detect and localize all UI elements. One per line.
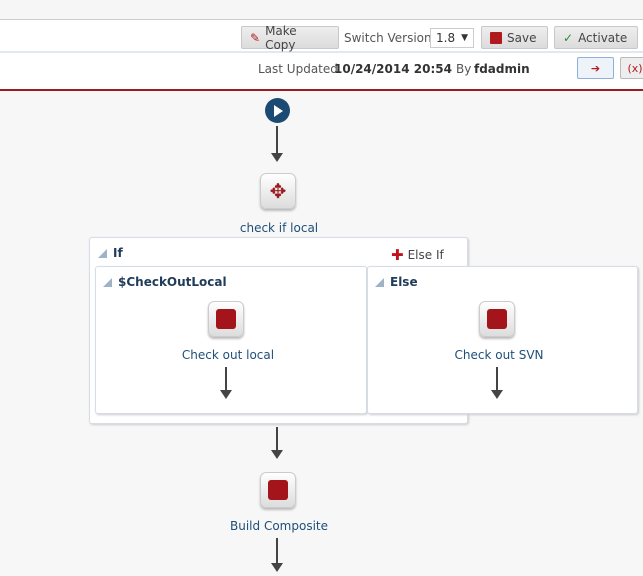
puzzle-icon bbox=[487, 309, 507, 329]
flow-arrow bbox=[271, 126, 283, 162]
branch-header[interactable]: Else bbox=[375, 275, 418, 289]
login-button[interactable]: ➔ bbox=[577, 57, 614, 79]
toolbar: ✎Make Copy Switch Version 1.8▼ Save ✓Act… bbox=[0, 20, 643, 53]
switch-version-label: Switch Version bbox=[344, 31, 432, 45]
collapse-icon bbox=[103, 277, 112, 287]
flow-arrow bbox=[491, 367, 503, 399]
info-bar: Last Updated 10/24/2014 20:54 By fdadmin… bbox=[0, 53, 643, 91]
flow-arrow bbox=[271, 427, 283, 459]
check-if-local-node[interactable]: ✥ bbox=[260, 173, 296, 209]
branch-header[interactable]: $CheckOutLocal bbox=[103, 275, 227, 289]
flow-arrow bbox=[220, 367, 232, 399]
build-composite-label[interactable]: Build Composite bbox=[230, 519, 328, 533]
check-circle-icon: ✓ bbox=[563, 30, 574, 45]
check-out-local-label[interactable]: Check out local bbox=[181, 348, 275, 362]
make-copy-button[interactable]: ✎Make Copy bbox=[241, 24, 339, 52]
branch-checkoutlocal: $CheckOutLocal bbox=[95, 266, 367, 414]
user-value: fdadmin bbox=[474, 62, 530, 76]
flow-arrow bbox=[271, 538, 283, 572]
top-bar bbox=[0, 0, 643, 20]
check-if-local-label[interactable]: check if local bbox=[239, 221, 319, 235]
collapse-icon bbox=[375, 277, 384, 287]
collapse-icon bbox=[98, 248, 107, 258]
last-updated-value: 10/24/2014 20:54 bbox=[334, 62, 452, 76]
variables-button[interactable]: (x) bbox=[620, 57, 643, 79]
check-out-local-node[interactable] bbox=[208, 301, 244, 337]
version-select[interactable]: 1.8▼ bbox=[430, 28, 474, 48]
last-updated-label: Last Updated bbox=[258, 62, 338, 76]
activate-button[interactable]: ✓Activate bbox=[554, 26, 638, 49]
play-icon bbox=[274, 104, 283, 117]
plus-icon: ✚ bbox=[391, 246, 404, 264]
route-icon: ✥ bbox=[269, 179, 287, 203]
save-icon bbox=[490, 31, 502, 44]
save-button[interactable]: Save bbox=[481, 26, 548, 49]
sign-in-icon: ➔ bbox=[590, 61, 601, 75]
check-out-svn-node[interactable] bbox=[479, 301, 515, 337]
if-header[interactable]: If bbox=[98, 246, 123, 260]
check-out-svn-label[interactable]: Check out SVN bbox=[454, 348, 544, 362]
else-if-button[interactable]: ✚Else If bbox=[391, 246, 444, 264]
by-label: By bbox=[456, 62, 472, 76]
puzzle-icon bbox=[216, 309, 236, 329]
branch-else: Else bbox=[367, 266, 638, 414]
dropdown-arrow-icon: ▼ bbox=[461, 33, 468, 43]
start-node[interactable] bbox=[265, 98, 290, 123]
pencil-icon: ✎ bbox=[250, 30, 261, 45]
build-composite-node[interactable] bbox=[260, 472, 296, 508]
puzzle-icon bbox=[268, 480, 288, 500]
